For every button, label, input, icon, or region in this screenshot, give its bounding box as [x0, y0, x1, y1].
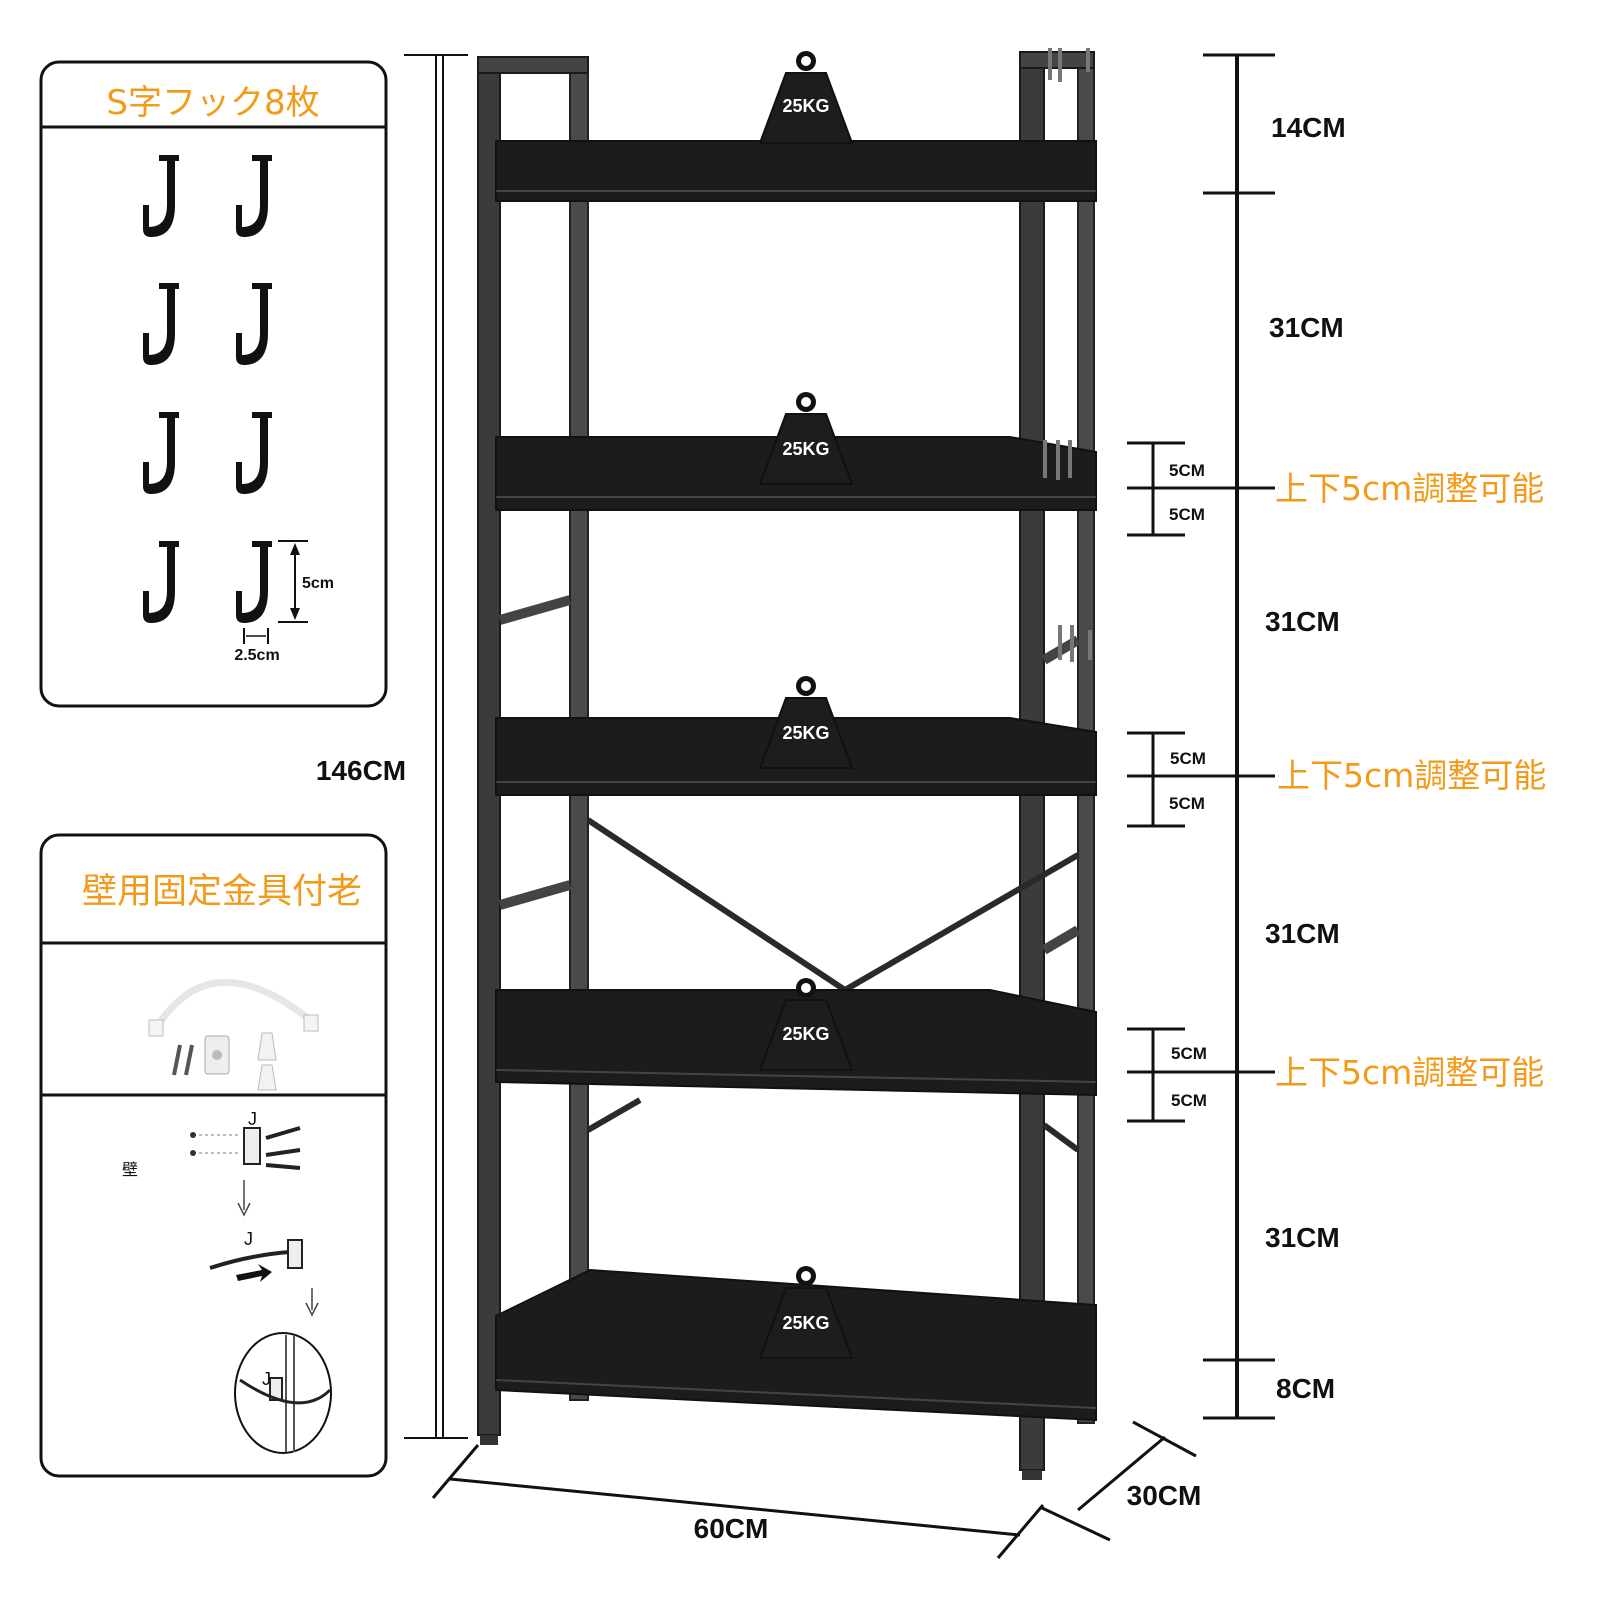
adjust-down-label-2: 5CM [1169, 794, 1205, 813]
adjust-note-2: 上下5cm調整可能 [1277, 756, 1546, 795]
shelf-load-label-5: 25KG [782, 1313, 829, 1333]
install-step-2-icon: J [209, 1229, 319, 1317]
weight-icon-2: 25KG [759, 391, 853, 485]
side-hook-icon-2 [1043, 440, 1072, 480]
gap-2-label: 31CM [1265, 606, 1340, 637]
weight-icon-1: 25KG [759, 50, 853, 144]
adjust-range-2 [1127, 731, 1275, 828]
adjust-range-1 [1127, 441, 1275, 537]
hook-width-label: 2.5cm [234, 647, 279, 664]
weight-icon-5: 25KG [759, 1265, 853, 1359]
depth-label: 30CM [1127, 1480, 1202, 1511]
gap-4-label: 31CM [1265, 1222, 1340, 1253]
hook-width-dimension [243, 628, 269, 644]
depth-dimension-line [1039, 1420, 1197, 1542]
hooks-panel: S字フック8枚 5cm 2.5cm [39, 60, 388, 708]
side-hook-icon-1 [1048, 48, 1090, 82]
adjust-note-3: 上下5cm調整可能 [1275, 1053, 1544, 1092]
adjust-up-label-1: 5CM [1169, 461, 1205, 480]
svg-text:J: J [244, 1229, 253, 1249]
side-hook-icon-3 [1058, 625, 1092, 662]
bottom-gap-label: 8CM [1276, 1373, 1335, 1404]
adjust-down-label-1: 5CM [1169, 505, 1205, 524]
weight-icon-4: 25KG [759, 977, 853, 1071]
hooks-panel-title: S字フック8枚 [106, 83, 319, 123]
wall-panel-title: 壁用固定金具付老 [82, 872, 362, 912]
adjust-up-label-2: 5CM [1170, 749, 1206, 768]
width-dimension-line [431, 1444, 1045, 1559]
adjust-note-1: 上下5cm調整可能 [1275, 469, 1544, 508]
top-gap-label: 14CM [1271, 112, 1346, 143]
hook-height-label: 5cm [302, 575, 334, 592]
shelf-load-label-4: 25KG [782, 1024, 829, 1044]
install-step-3-icon: J [234, 1332, 332, 1454]
shelf-board-1 [495, 140, 1097, 202]
hook-height-dimension [278, 540, 308, 623]
wall-bracket-panel: 壁用固定金具付老 壁 J J [39, 833, 388, 1478]
gap-1-label: 31CM [1269, 312, 1344, 343]
gap-3-label: 31CM [1265, 918, 1340, 949]
anti-tip-kit-icon [148, 978, 319, 1091]
adjust-range-3 [1127, 1027, 1275, 1123]
svg-text:J: J [248, 1109, 257, 1129]
shelf-load-label-2: 25KG [782, 439, 829, 459]
adjust-up-label-3: 5CM [1171, 1044, 1207, 1063]
gap-dimension-line [1203, 53, 1275, 1420]
svg-text:J: J [262, 1369, 271, 1389]
width-label: 60CM [694, 1513, 769, 1544]
total-height-label: 146CM [316, 755, 406, 786]
weight-icon-3: 25KG [759, 675, 853, 769]
height-dimension-line [404, 54, 468, 1439]
shelf-load-label-3: 25KG [782, 723, 829, 743]
adjust-down-label-3: 5CM [1171, 1091, 1207, 1110]
install-step-1-icon: J [190, 1109, 301, 1217]
shelf-load-label-1: 25KG [782, 96, 829, 116]
wall-label: 壁 [122, 1160, 138, 1179]
